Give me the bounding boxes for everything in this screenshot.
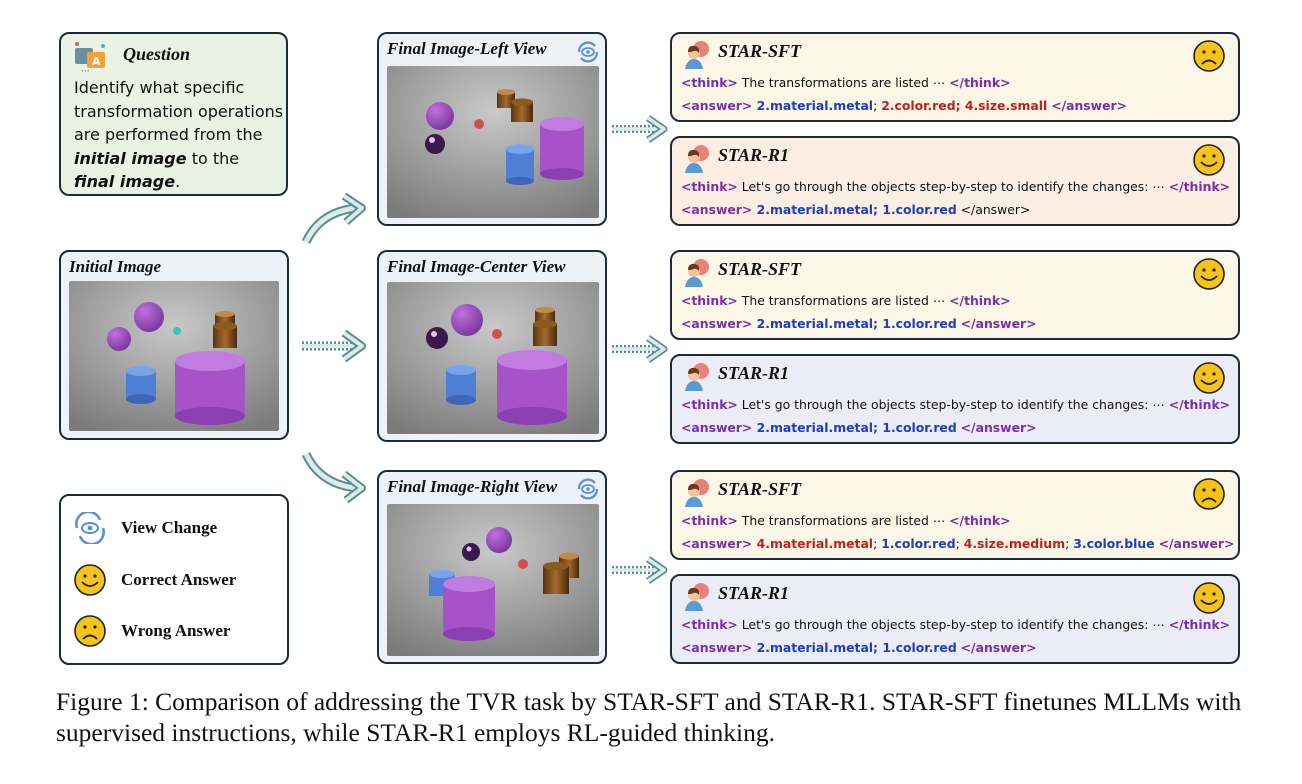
answer-line: <answer> 2.material.metal; 1.color.red <…: [681, 316, 1037, 331]
legend: View Change Correct Answer Wrong Answer: [59, 494, 289, 665]
final-image-center-card: Final Image-Center View: [377, 250, 607, 442]
legend-view-change-label: View Change: [121, 518, 218, 537]
final-image-left-label: Final Image-Left View: [387, 39, 547, 58]
question-icon: A ···: [75, 42, 105, 74]
final-right-scene-image: [387, 504, 599, 656]
think-line: <think> The transformations are listed ⋯…: [681, 513, 1011, 528]
figure-caption: Figure 1: Comparison of addressing the T…: [56, 687, 1242, 747]
arrow-to-right-answers: [612, 556, 668, 584]
arrow-to-center-answers: [612, 335, 668, 363]
result-wrong: [1192, 477, 1226, 515]
legend-wrong: Wrong Answer: [73, 614, 230, 648]
answer-card-star-r1: STAR-R1 <think> Let's go through the obje…: [670, 574, 1240, 664]
answer-line: <answer> 4.material.metal; 1.color.red; …: [681, 536, 1235, 551]
think-line: <think> Let's go through the objects ste…: [681, 617, 1231, 632]
sad-face-icon: [74, 615, 106, 647]
result-wrong: [1192, 39, 1226, 77]
answer-line: <answer> 2.material.metal; 2.color.red; …: [681, 98, 1128, 113]
final-image-right-card: Final Image-Right View: [377, 470, 607, 664]
smiley-face-icon: [1193, 362, 1225, 394]
smiley-face-icon: [74, 564, 106, 596]
legend-wrong-label: Wrong Answer: [121, 621, 231, 640]
think-line: <think> Let's go through the objects ste…: [681, 179, 1231, 194]
think-line: <think> The transformations are listed ⋯…: [681, 75, 1011, 90]
answer-line: <answer> 2.material.metal; 1.color.red <…: [681, 640, 1037, 655]
view-change-icon: [577, 41, 599, 63]
question-card: A ··· Question Identify what specific tr…: [59, 32, 288, 196]
view-change-icon: [75, 512, 105, 544]
final-image-center-label: Final Image-Center View: [387, 257, 566, 276]
result-correct: [1192, 143, 1226, 181]
smiley-face-icon: [1193, 258, 1225, 290]
avatar-icon: [682, 362, 712, 396]
answer-card-star-r1: STAR-R1 <think> Let's go through the obje…: [670, 354, 1240, 444]
arrow-to-left-answers: [612, 115, 668, 143]
smiley-face-icon: [1193, 144, 1225, 176]
model-name: STAR-SFT: [718, 479, 802, 499]
result-correct: [1192, 257, 1226, 295]
smiley-face-icon: [1193, 582, 1225, 614]
model-name: STAR-SFT: [718, 259, 802, 279]
initial-image-card: Initial Image: [59, 250, 289, 440]
result-correct: [1192, 581, 1226, 619]
arrow-to-center-view: [302, 329, 366, 363]
view-change-icon: [577, 478, 599, 500]
avatar-icon: [682, 258, 712, 292]
sad-face-icon: [1193, 478, 1225, 510]
final-center-scene-image: [387, 282, 599, 434]
question-text: Identify what specific transformation op…: [74, 78, 284, 191]
avatar-icon: [682, 478, 712, 512]
sad-face-icon: [1193, 40, 1225, 72]
question-title: Question: [123, 44, 191, 64]
initial-scene-image: [69, 281, 279, 431]
arrow-to-left-view: [301, 192, 366, 245]
answer-card-star-r1: STAR-R1 <think> Let's go through the obje…: [670, 136, 1240, 226]
think-line: <think> Let's go through the objects ste…: [681, 397, 1231, 412]
result-correct: [1192, 361, 1226, 399]
avatar-icon: [682, 144, 712, 178]
think-line: <think> The transformations are listed ⋯…: [681, 293, 1011, 308]
model-name: STAR-R1: [718, 363, 790, 383]
legend-correct-label: Correct Answer: [121, 570, 237, 589]
initial-image-label: Initial Image: [69, 257, 162, 276]
svg-text:A: A: [92, 55, 101, 68]
legend-view-change: View Change: [73, 512, 217, 544]
arrow-to-right-view: [301, 451, 366, 504]
answer-line: <answer> 2.material.metal; 1.color.red <…: [681, 202, 1031, 217]
model-name: STAR-R1: [718, 145, 790, 165]
avatar-icon: [682, 40, 712, 74]
legend-correct: Correct Answer: [73, 563, 236, 597]
final-image-right-label: Final Image-Right View: [387, 477, 558, 496]
svg-text:···: ···: [81, 67, 90, 74]
model-name: STAR-R1: [718, 583, 790, 603]
model-name: STAR-SFT: [718, 41, 802, 61]
answer-card-star-sft: STAR-SFT <think> The transformations are …: [670, 250, 1240, 340]
avatar-icon: [682, 582, 712, 616]
final-image-left-card: Final Image-Left View: [377, 32, 607, 226]
final-left-scene-image: [387, 66, 599, 218]
answer-card-star-sft: STAR-SFT <think> The transformations are …: [670, 32, 1240, 122]
answer-card-star-sft: STAR-SFT <think> The transformations are …: [670, 470, 1240, 560]
answer-line: <answer> 2.material.metal; 1.color.red <…: [681, 420, 1037, 435]
